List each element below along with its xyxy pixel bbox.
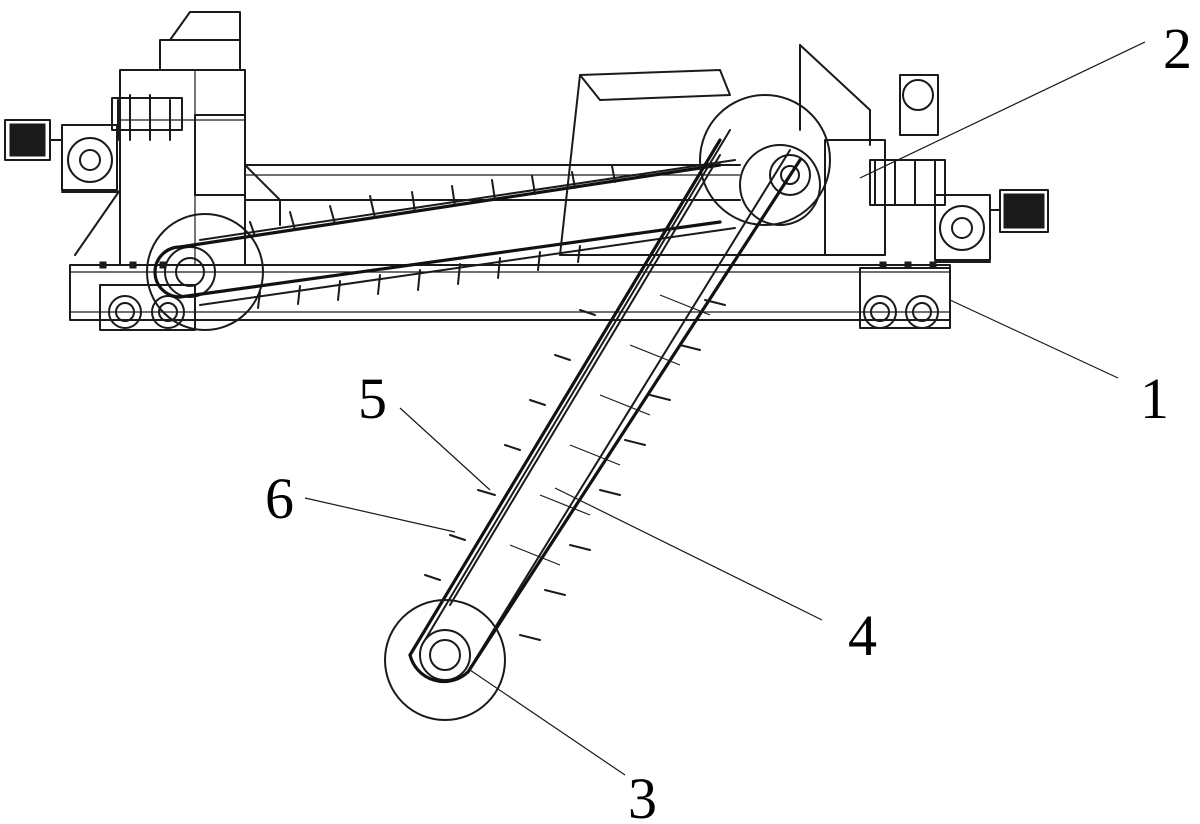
callout-2: 2: [1163, 16, 1192, 81]
callout-6: 6: [265, 466, 294, 531]
right-motor: [989, 189, 1049, 233]
callout-3: 3: [628, 766, 657, 824]
travel-wheels: [108, 295, 939, 329]
boom-flights: [424, 299, 726, 641]
callout-1: 1: [1140, 366, 1169, 431]
head-hopper: [559, 44, 886, 256]
right-gearbox: [869, 74, 991, 263]
base-frame: [69, 261, 951, 331]
tail-pulley: [384, 599, 506, 721]
left-motor: [4, 119, 63, 161]
left-tower: [74, 11, 281, 266]
inclined-boom: [408, 129, 802, 674]
callout-5: 5: [358, 366, 387, 431]
horizontal-conveyor: [146, 159, 741, 331]
callout-labels: 1 2 3 4 5 6: [265, 16, 1192, 824]
horizontal-flights: [249, 165, 616, 309]
left-gearbox: [61, 94, 183, 193]
callout-leaders: [304, 41, 1146, 776]
callout-4: 4: [848, 603, 877, 668]
